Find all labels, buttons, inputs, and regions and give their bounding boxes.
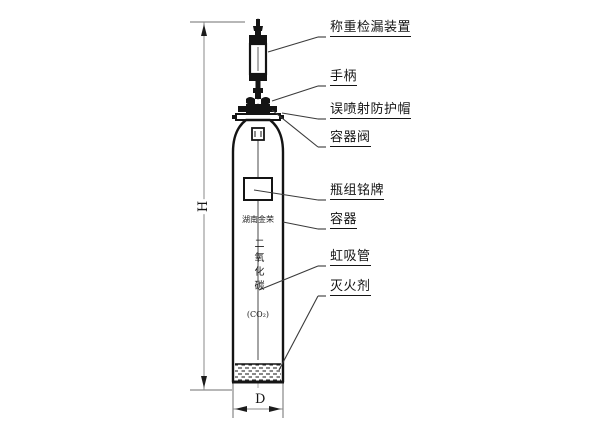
cylinder-brand-text: 湖南金荣 (242, 215, 274, 224)
diameter-dimension-group (232, 382, 284, 418)
callout-extinguishing-agent-text: 灭火剂 (330, 279, 371, 296)
callout-container: 容器 (330, 212, 358, 229)
callout-handle: 手柄 (330, 69, 358, 86)
height-dimension-label: H (195, 198, 213, 215)
callout-container-valve: 容器阀 (330, 130, 371, 147)
callout-weighing-leak-detector: 称重检漏装置 (330, 20, 412, 37)
diameter-dimension-label: D (253, 391, 268, 408)
extinguishing-agent-part (235, 363, 281, 381)
callout-container-valve-text: 容器阀 (330, 130, 371, 147)
callout-weighing-leak-detector-text: 称重检漏装置 (330, 20, 412, 37)
callout-cylinder-group-nameplate: 瓶组铭牌 (330, 183, 385, 200)
callout-misfire-protection-cap-text: 误喷射防护帽 (330, 102, 412, 119)
callout-siphon-tube: 虹吸管 (330, 249, 371, 266)
callout-misfire-protection-cap: 误喷射防护帽 (330, 102, 412, 119)
weighing-leak-detector-part (248, 19, 268, 93)
callout-handle-text: 手柄 (330, 69, 358, 86)
handle-part (246, 93, 270, 105)
valve-assembly-part (232, 104, 284, 121)
cylinder-substance-text: 二氧化碳 (252, 238, 263, 294)
callout-extinguishing-agent: 灭火剂 (330, 279, 371, 296)
siphon-tube-part (251, 127, 265, 360)
leader-lines (253, 36, 326, 371)
callout-cylinder-group-nameplate-text: 瓶组铭牌 (330, 183, 385, 200)
callout-siphon-tube-text: 虹吸管 (330, 249, 371, 266)
cylinder-formula-text: (CO₂) (246, 310, 270, 319)
callout-container-text: 容器 (330, 212, 358, 229)
cylinder-group-nameplate-part (243, 177, 273, 201)
